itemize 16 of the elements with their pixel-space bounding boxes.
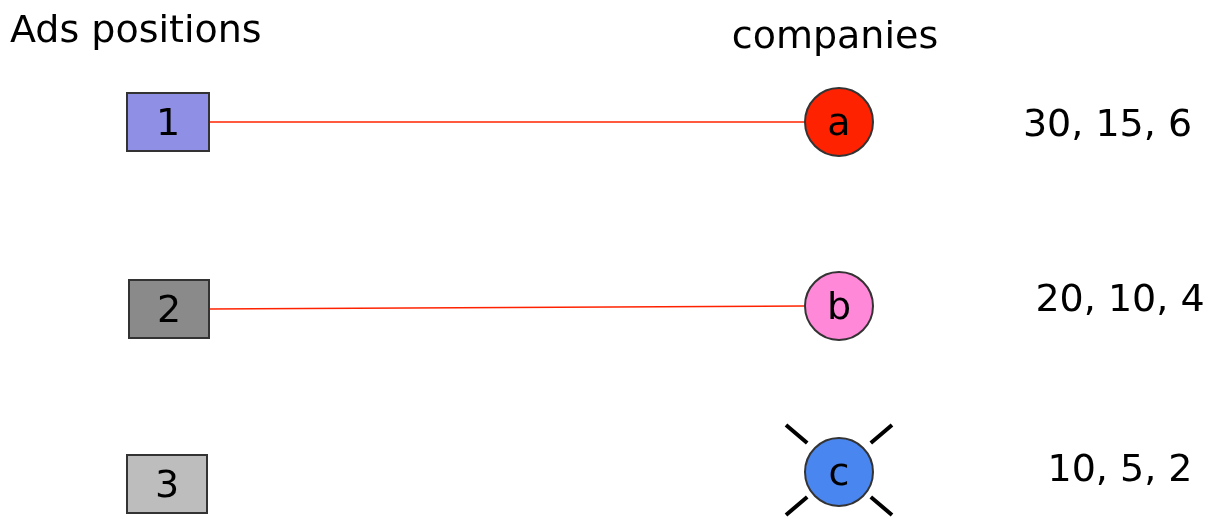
- bid-values: 10, 5, 2: [1046, 445, 1194, 492]
- bid-values: 30, 15, 6: [1021, 100, 1194, 147]
- connector-line: [209, 121, 805, 123]
- position-box: [126, 454, 208, 514]
- node-label: 2: [156, 290, 182, 328]
- node-label: 1: [155, 103, 181, 141]
- connector-line: [209, 305, 805, 310]
- node-label: a: [827, 103, 851, 141]
- column-heading: Ads positions: [10, 6, 263, 53]
- position-box: [126, 92, 210, 152]
- position-box: [128, 279, 210, 339]
- column-heading: companies: [730, 12, 940, 59]
- node-label: c: [828, 453, 850, 491]
- node-label: 3: [154, 465, 180, 503]
- bid-values: 20, 10, 4: [1034, 275, 1206, 322]
- node-label: b: [826, 287, 852, 325]
